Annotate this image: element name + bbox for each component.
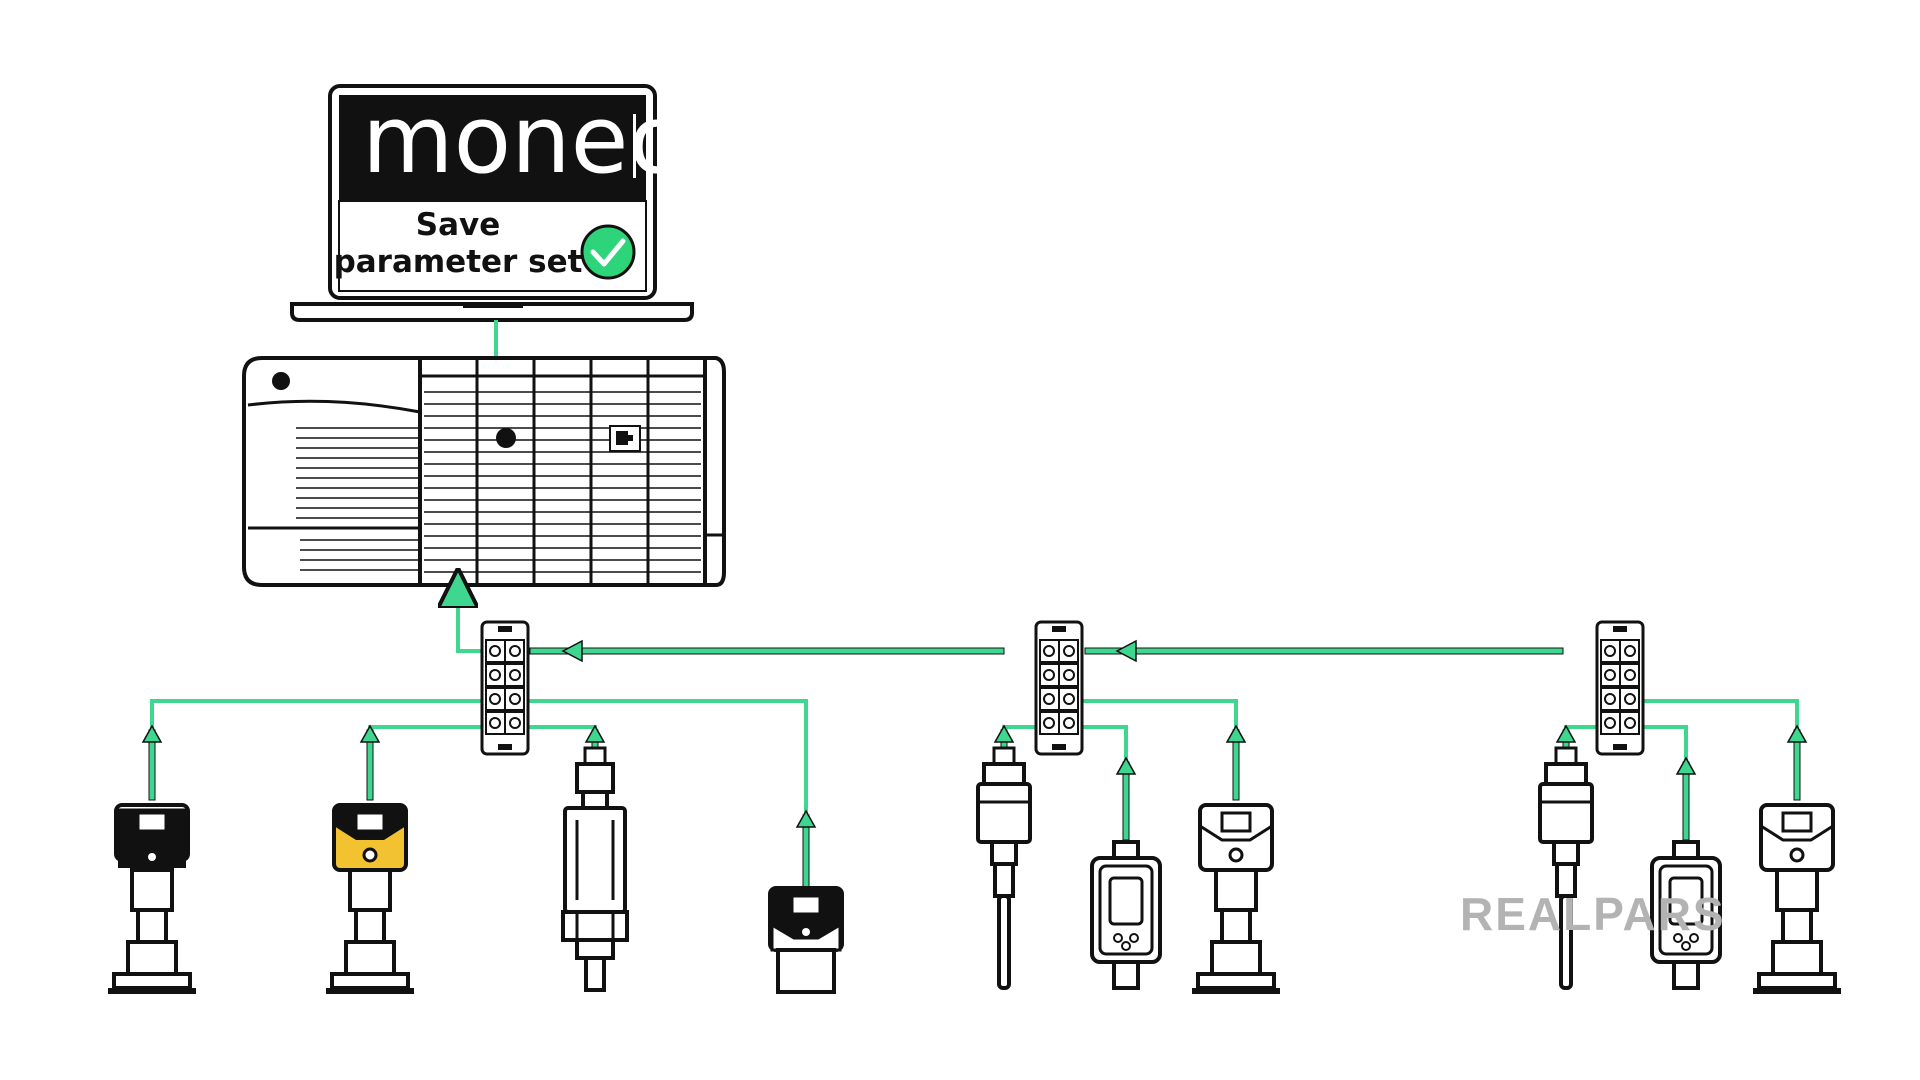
pressure-sensor bbox=[108, 803, 196, 994]
arrow-left-icon bbox=[1115, 639, 1137, 663]
io-link-hub bbox=[1034, 620, 1084, 756]
message-line1: Save bbox=[416, 207, 500, 243]
cpu-led bbox=[496, 428, 516, 448]
plc-rack bbox=[242, 356, 726, 587]
link-hub2-sensor7 bbox=[1082, 699, 1238, 735]
trunk-hub2-hub1 bbox=[529, 647, 1005, 655]
brand-watermark: REALPARS bbox=[1460, 888, 1726, 940]
trunk-hub3-hub2 bbox=[1084, 647, 1564, 655]
link-hub1-sensor3 bbox=[528, 725, 597, 735]
display-sensor bbox=[1650, 840, 1722, 990]
pressure-sensor-white bbox=[1192, 803, 1280, 994]
uplink-arrows bbox=[141, 724, 1808, 891]
laptop-notch bbox=[463, 303, 523, 308]
link-hub3-sensor10 bbox=[1643, 699, 1799, 735]
temperature-probe bbox=[976, 746, 1032, 990]
pressure-sensor-white bbox=[1753, 803, 1841, 994]
network-links bbox=[150, 588, 1799, 820]
link-hub2-sensor6 bbox=[1082, 725, 1128, 770]
message-line2: parameter set bbox=[334, 244, 583, 280]
laptop-base bbox=[290, 302, 694, 322]
io-link-hub bbox=[1595, 620, 1645, 756]
power-led bbox=[272, 372, 290, 390]
link-hub1-sensor1 bbox=[150, 699, 482, 735]
link-hub1-sensor2 bbox=[368, 725, 482, 735]
screen-header bbox=[339, 95, 646, 201]
temperature-probe bbox=[1538, 746, 1594, 990]
ethernet-port-icon bbox=[609, 425, 641, 452]
app-name: moneo bbox=[362, 86, 686, 195]
check-circle-icon bbox=[580, 224, 636, 280]
link-hub3-sensor9 bbox=[1643, 725, 1688, 770]
text-cursor bbox=[633, 114, 636, 178]
link-hub1-sensor4 bbox=[528, 699, 808, 820]
flow-sensor bbox=[768, 886, 844, 994]
power-supply bbox=[242, 356, 422, 587]
arrow-left-icon bbox=[561, 639, 583, 663]
io-link-hub bbox=[480, 620, 530, 756]
pressure-transmitter bbox=[561, 746, 629, 992]
pressure-sensor-yellow bbox=[326, 803, 414, 994]
link-hub1-plc bbox=[456, 595, 482, 653]
laptop: moneo Save parameter set bbox=[290, 84, 694, 322]
display-sensor bbox=[1090, 840, 1162, 990]
